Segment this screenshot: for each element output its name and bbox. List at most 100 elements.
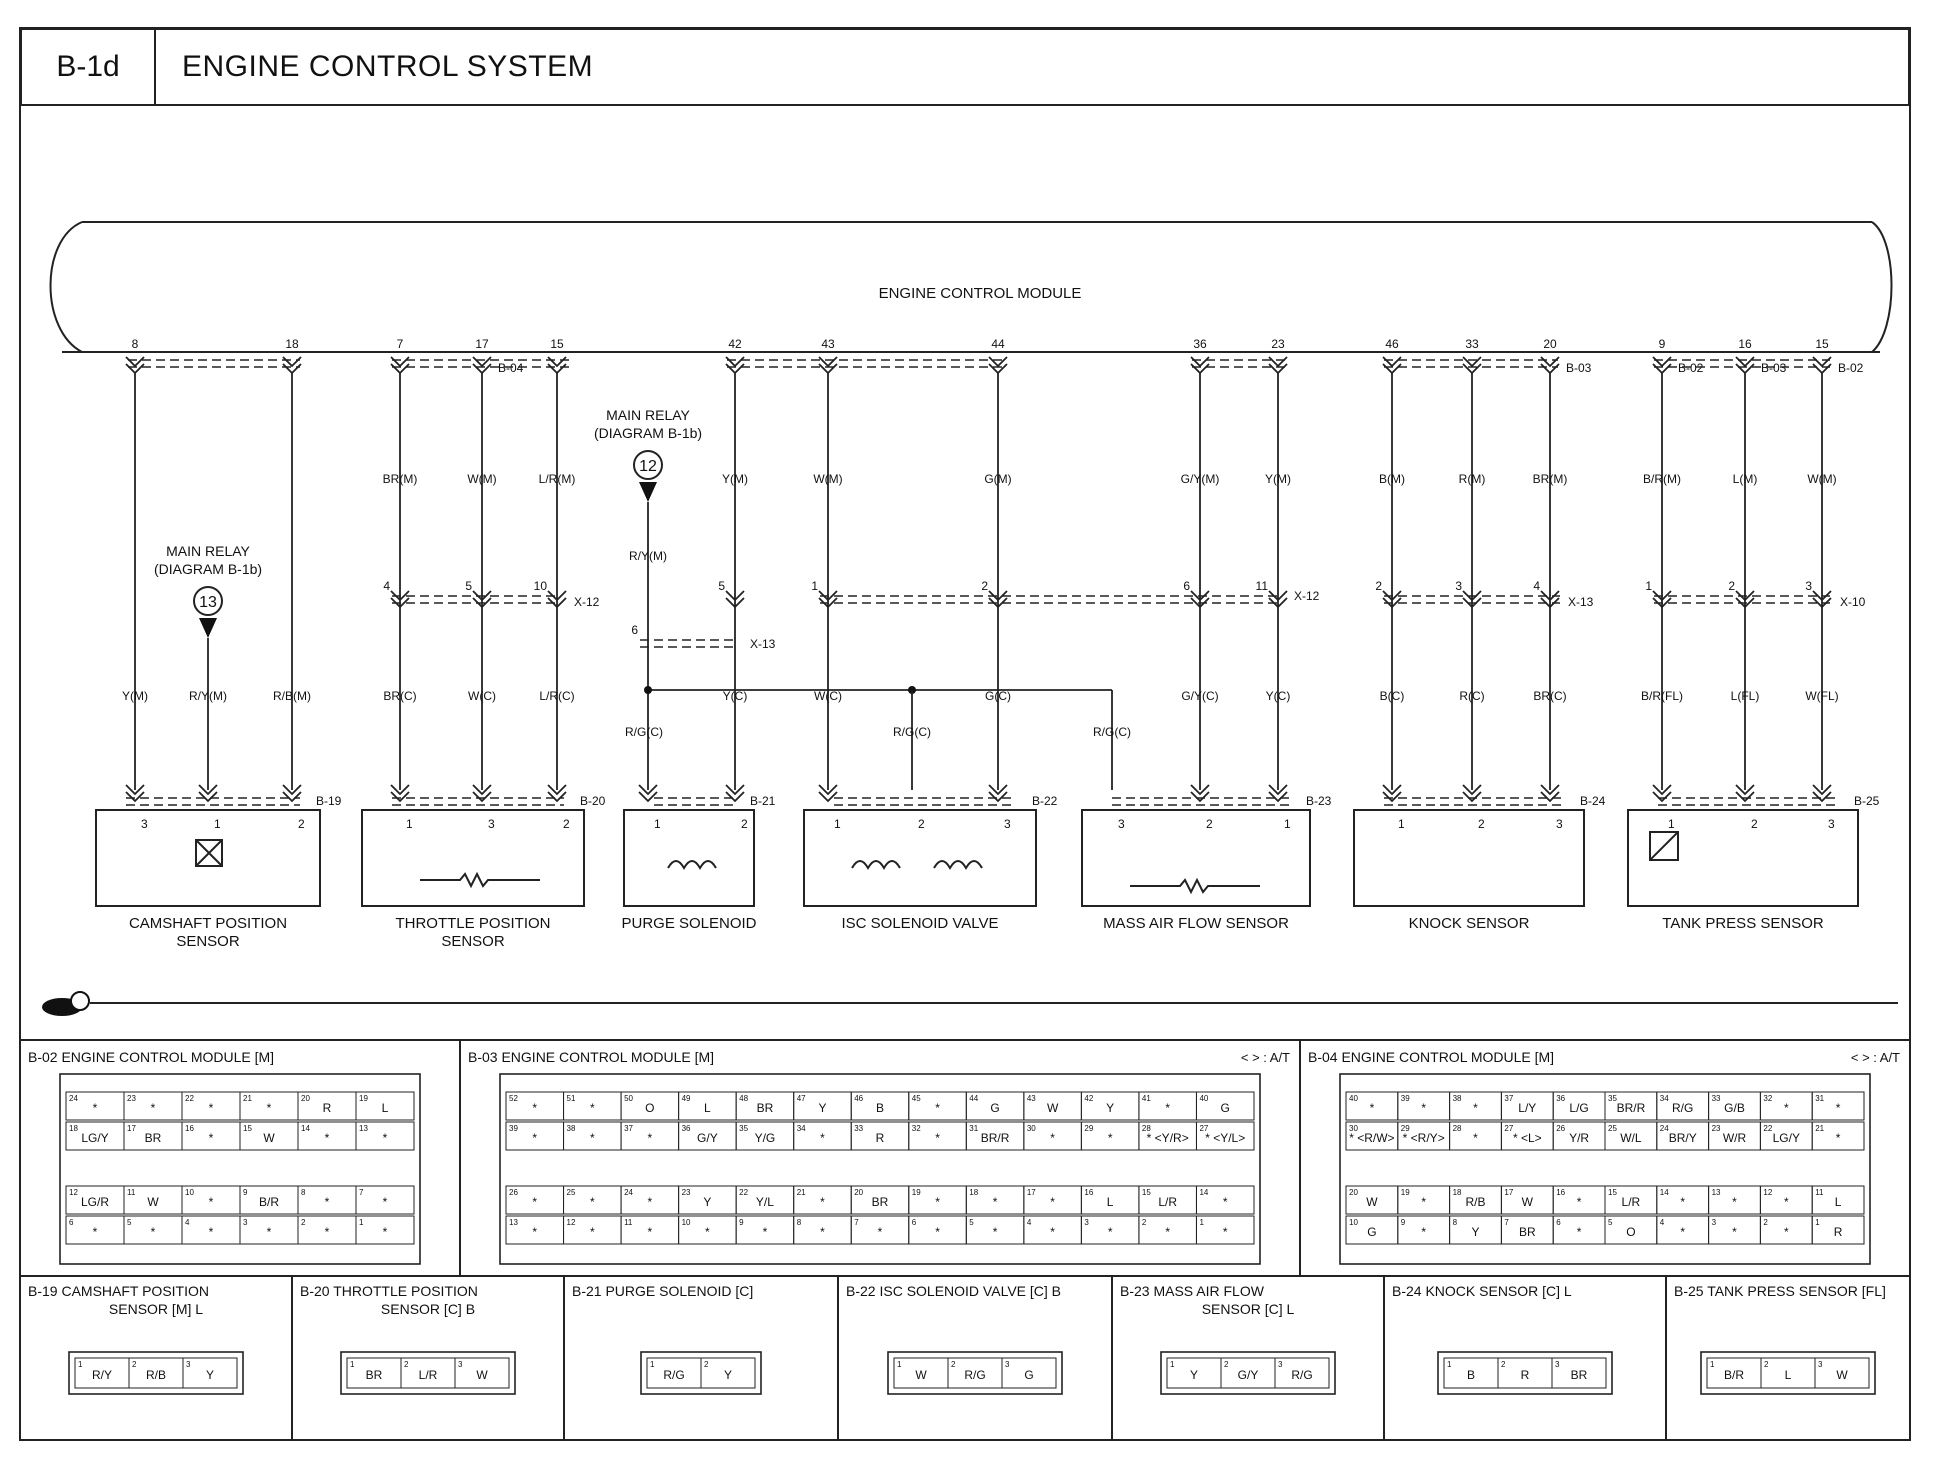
component-terminal-icon [1382,784,1402,803]
component-pin-number: 2 [1478,817,1485,831]
wire-pin-33: 33R(M)3R(C) [1455,337,1485,803]
terminal-number: 19 [359,1094,368,1103]
wire-color-top: BR(M) [1533,472,1568,486]
terminal-wire-color: W [915,1368,927,1382]
ecm-connector-title: B-02 ENGINE CONTROL MODULE [M] [28,1049,274,1065]
component-terminal-icon [725,784,745,803]
sensor-connector-subtitle: SENSOR [C] B [381,1301,475,1317]
terminal-number: 52 [509,1094,518,1103]
sensor-connector-title: B-20 THROTTLE POSITION [300,1283,478,1299]
component-connector-ref: B-21 [750,794,776,808]
terminal-wire-color: * [648,1225,653,1239]
terminal-wire-color: * [590,1225,595,1239]
terminal-number: 49 [682,1094,691,1103]
ecm-connector-note: < > : A/T [1851,1050,1900,1065]
terminal-number: 1 [1447,1360,1452,1369]
terminal-number: 1 [359,1218,364,1227]
terminal-number: 12 [69,1188,78,1197]
terminal-number: 23 [682,1188,691,1197]
terminal-wire-color: * <R/Y> [1403,1131,1445,1145]
component-terminal-icon [1190,784,1210,803]
wire-pin-9: 9B-02B/R(M)1B/R(FL) [1641,337,1704,803]
terminal-cell [1551,1357,1607,1389]
terminal-wire-color: * [590,1101,595,1115]
sensor-connector-title: B-24 KNOCK SENSOR [C] L [1392,1283,1572,1299]
terminal-number: 8 [797,1218,802,1227]
wire-color-top: B(M) [1379,472,1405,486]
inline-connector-label: X-13 [1568,595,1594,609]
wire-pin-15: 15B-02W(M)3W(FL) [1805,337,1864,803]
terminal-number: 13 [1712,1188,1721,1197]
terminal-number: 14 [1199,1188,1208,1197]
terminal-wire-color: * [383,1195,388,1209]
sensor-connector-subtitle: SENSOR [M] L [109,1301,203,1317]
terminal-wire-color: B [876,1101,884,1115]
wire-color-bottom: R(C) [1459,689,1484,703]
terminal-number: 6 [1556,1218,1561,1227]
terminal-wire-color: * [820,1225,825,1239]
terminal-wire-color: L [1835,1195,1842,1209]
rg-color: R/G(C) [1093,725,1131,739]
component-name: PURGE SOLENOID [621,915,756,932]
terminal-number: 19 [912,1188,921,1197]
terminal-wire-color: * [820,1195,825,1209]
terminal-number: 42 [1084,1094,1093,1103]
inline-connector-label: X-10 [1840,595,1866,609]
terminal-number: 45 [912,1094,921,1103]
terminal-number: 20 [301,1094,310,1103]
ecm-pin-number: 17 [475,337,489,351]
terminal-wire-color: BR/R [1617,1101,1646,1115]
ecm-pin-number: 43 [821,337,835,351]
inline-terminal-icon [547,590,567,609]
terminal-number: 24 [624,1188,633,1197]
inline-pin-number: 10 [534,579,548,593]
terminal-number: 18 [969,1188,978,1197]
relay-wire-color: R/Y(M) [189,689,227,703]
wire-pin-44: 44G(M)2G(C) [981,337,1012,803]
component-name: MASS AIR FLOW SENSOR [1103,915,1289,932]
inline-pin-number: 4 [383,579,390,593]
terminal-wire-color: BR [1519,1225,1536,1239]
rg-color: R/G(C) [625,725,663,739]
relay-diagram-ref: (DIAGRAM B-1b) [154,561,262,577]
terminal-number: 5 [1608,1218,1613,1227]
terminal-number: 28 [1453,1124,1462,1133]
terminal-wire-color: * [1050,1131,1055,1145]
terminal-number: 25 [1608,1124,1617,1133]
terminal-wire-color: R/G [964,1368,985,1382]
terminal-wire-color: W [147,1195,159,1209]
terminal-wire-color: * [993,1195,998,1209]
terminal-cell [1811,1091,1865,1121]
terminal-wire-color: Y [206,1368,214,1382]
terminal-wire-color: * [1836,1131,1841,1145]
component-pin-number: 2 [563,817,570,831]
terminal-number: 1 [78,1360,83,1369]
terminal-number: 20 [854,1188,863,1197]
component-connector-ref: B-23 [1306,794,1332,808]
terminal-cell [1195,1185,1255,1215]
inline-pin-number: 3 [1805,579,1812,593]
terminal-wire-color: * [383,1131,388,1145]
sensor-connector-2: B-21 PURGE SOLENOID [C]1R/G2Y [563,1276,762,1440]
wire-color-top: W(M) [467,472,496,486]
terminal-wire-color: * [1732,1225,1737,1239]
terminal-wire-color: * [1370,1101,1375,1115]
inline-terminal-icon [472,590,492,609]
ecm-connector-ref: B-02 [1678,361,1704,375]
diagram-code: B-1d [22,30,156,104]
component-pin-number: 3 [1118,817,1125,831]
terminal-number: 9 [243,1188,248,1197]
ecm-connector-panel: B-02 ENGINE CONTROL MODULE [M]24*23*22*2… [19,1039,1911,1277]
wire-pin-16: 16B-03L(M)2L(FL) [1728,337,1787,803]
terminal-number: 19 [1401,1188,1410,1197]
ecm-left-edge [49,221,83,353]
terminal-number: 16 [185,1124,194,1133]
terminal-wire-color: * [1680,1225,1685,1239]
ecm-pin-number: 46 [1385,337,1399,351]
terminal-number: 15 [1608,1188,1617,1197]
terminal-wire-color: * [1050,1195,1055,1209]
terminal-wire-color: * [820,1131,825,1145]
inline-pin-number: 5 [718,579,725,593]
